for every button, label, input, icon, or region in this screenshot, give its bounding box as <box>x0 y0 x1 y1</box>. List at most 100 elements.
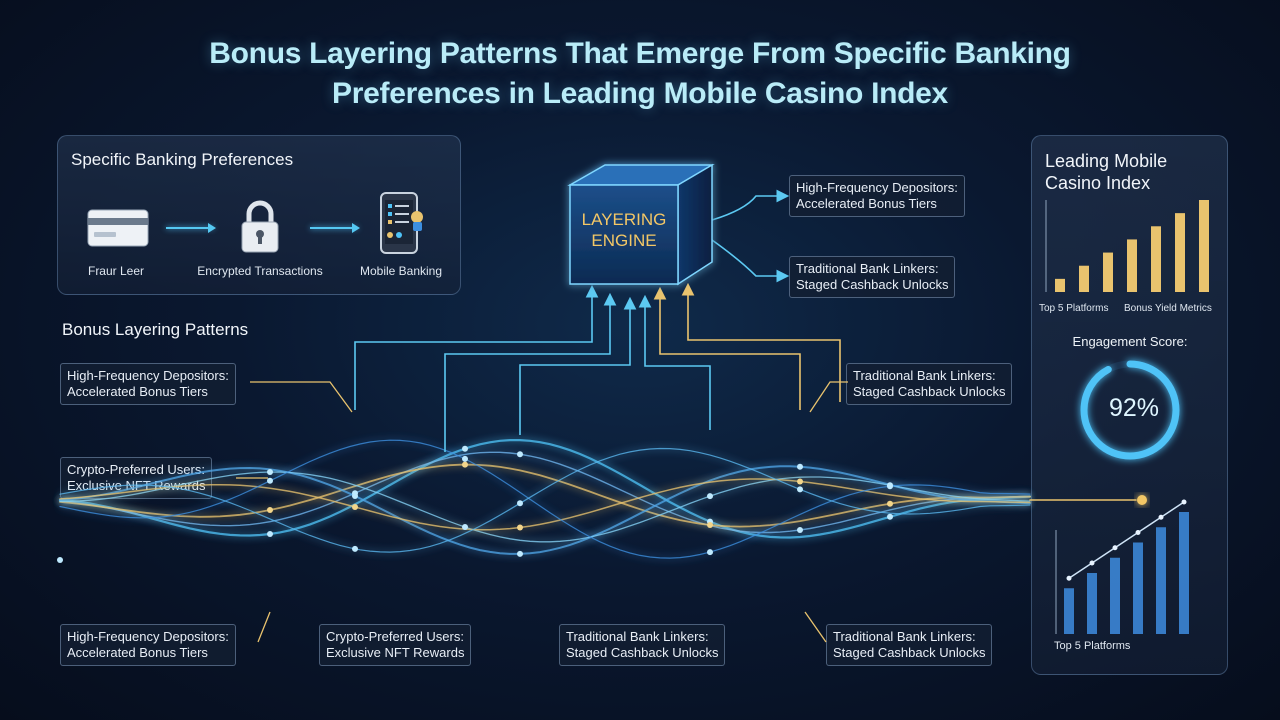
wave-node <box>517 524 523 531</box>
wave-node <box>462 461 468 468</box>
wave-node <box>267 507 273 513</box>
tag-subtitle: Accelerated Bonus Tiers <box>67 384 208 399</box>
bottom-chart-label: Top 5 Platforms <box>1054 640 1131 652</box>
wave-node <box>887 483 893 490</box>
tag-subtitle: Staged Cashback Unlocks <box>833 645 986 660</box>
bar <box>1133 542 1143 634</box>
tag-title: Crypto-Preferred Users: <box>326 629 464 644</box>
tag-subtitle: Staged Cashback Unlocks <box>853 384 1006 399</box>
wave-node <box>462 455 468 462</box>
bank-step-mobile-label: Mobile Banking <box>359 264 443 278</box>
wave-nodes <box>57 445 1147 563</box>
padlock-icon <box>241 200 279 253</box>
wave-node <box>352 504 358 510</box>
tag-title: High-Frequency Depositors: <box>796 180 958 195</box>
tag-title: Traditional Bank Linkers: <box>853 368 996 383</box>
credit-card-icon <box>87 209 149 247</box>
wave-node <box>267 531 273 537</box>
patterns-title: Bonus Layering Patterns <box>62 320 249 339</box>
wave-line <box>59 471 1031 543</box>
page-title: Bonus Layering Patterns That Emerge From… <box>0 34 1280 114</box>
bar <box>1179 512 1189 634</box>
tag-subtitle: Accelerated Bonus Tiers <box>67 645 208 660</box>
index-title-line-1: Leading Mobile <box>1045 151 1168 171</box>
index-title: Leading Mobile Casino Index <box>1045 150 1167 194</box>
wave-node <box>462 445 468 452</box>
platform-trend-bar-chart <box>1055 499 1189 634</box>
bar <box>1079 265 1089 292</box>
tag-title: Crypto-Preferred Users: <box>67 462 205 477</box>
wave-node <box>797 463 803 470</box>
wave-to-engine-connectors <box>354 282 841 452</box>
tag-subtitle: Staged Cashback Unlocks <box>796 277 949 292</box>
bonus-yield-bar-chart <box>1045 200 1209 292</box>
bar <box>1110 557 1120 634</box>
wave-node <box>462 524 468 530</box>
wave-node <box>517 500 523 507</box>
wave-line <box>59 463 1031 528</box>
engine-output-tag-2: Traditional Bank Linkers: Staged Cashbac… <box>789 256 956 298</box>
wave-line <box>59 439 1031 559</box>
pattern-tag-bottom-3: Traditional Bank Linkers: Staged Cashbac… <box>559 624 726 666</box>
wave-line <box>58 439 1032 539</box>
wave-node <box>352 493 358 499</box>
tag-title: Traditional Bank Linkers: <box>833 629 976 644</box>
trend-point <box>1066 575 1072 581</box>
index-title-line-2: Casino Index <box>1045 173 1151 193</box>
tag-title: High-Frequency Depositors: <box>67 368 229 383</box>
wave-line <box>59 451 1031 534</box>
flow-arrow <box>310 223 360 233</box>
tag-title: Traditional Bank Linkers: <box>566 629 709 644</box>
title-line-1: Bonus Layering Patterns That Emerge From… <box>209 37 1071 70</box>
banking-preferences-panel: Specific Banking Preferences Fraur Leer … <box>57 135 461 295</box>
wave-line <box>59 447 1031 553</box>
trend-point <box>1181 499 1187 505</box>
wave-node <box>707 522 713 528</box>
tag-subtitle: Accelerated Bonus Tiers <box>796 196 937 211</box>
banking-panel-title: Specific Banking Preferences <box>71 150 294 169</box>
bar <box>1127 239 1137 292</box>
layering-engine-cube <box>567 163 715 286</box>
bar <box>1156 527 1166 634</box>
wave-node <box>267 477 273 484</box>
engine-output-tag-1: High-Frequency Depositors: Accelerated B… <box>789 175 965 217</box>
title-line-2: Preferences in Leading Mobile Casino Ind… <box>332 77 948 110</box>
engine-output-arrow-top <box>711 189 790 221</box>
wave-node <box>267 469 273 475</box>
tag-subtitle: Exclusive NFT Rewards <box>326 645 465 660</box>
bar-label-top-platforms: Top 5 Platforms <box>1039 303 1108 314</box>
bar <box>1175 213 1185 292</box>
bar <box>1064 588 1074 634</box>
engine-output-arrow-bottom <box>711 239 790 283</box>
tag-leader-lines <box>236 381 848 643</box>
wave-bundle <box>58 439 1137 559</box>
mobile-casino-index-panel: Leading Mobile Casino Index <box>1031 135 1228 675</box>
tag-title: Traditional Bank Linkers: <box>796 261 939 276</box>
engagement-label: Engagement Score: <box>1073 334 1188 349</box>
engine-label-line-1: LAYERING <box>582 210 667 229</box>
wave-node <box>517 550 523 557</box>
wave-line <box>59 465 1031 555</box>
bar <box>1087 573 1097 634</box>
engagement-score-value: 92% <box>1108 394 1160 422</box>
tag-title: High-Frequency Depositors: <box>67 629 229 644</box>
wave-node <box>517 451 523 458</box>
bar <box>1151 226 1161 292</box>
wave-end-node <box>1137 495 1147 505</box>
wave-node <box>707 493 713 500</box>
wave-node <box>797 486 803 493</box>
bar <box>1055 278 1065 292</box>
wave-node <box>887 513 893 520</box>
trend-point <box>1135 530 1141 535</box>
bar <box>1199 200 1209 292</box>
wave-node <box>887 500 893 507</box>
wave-node <box>352 545 358 552</box>
trend-line <box>1068 501 1185 579</box>
trend-point <box>1089 560 1095 566</box>
engagement-gauge-arc <box>1080 360 1180 460</box>
bar-label-bonus-yield: Bonus Yield Metrics <box>1124 303 1212 314</box>
wave-node <box>707 549 713 556</box>
engine-label-line-2: ENGINE <box>591 231 656 250</box>
pattern-tag-right: Traditional Bank Linkers: Staged Cashbac… <box>846 363 1013 405</box>
